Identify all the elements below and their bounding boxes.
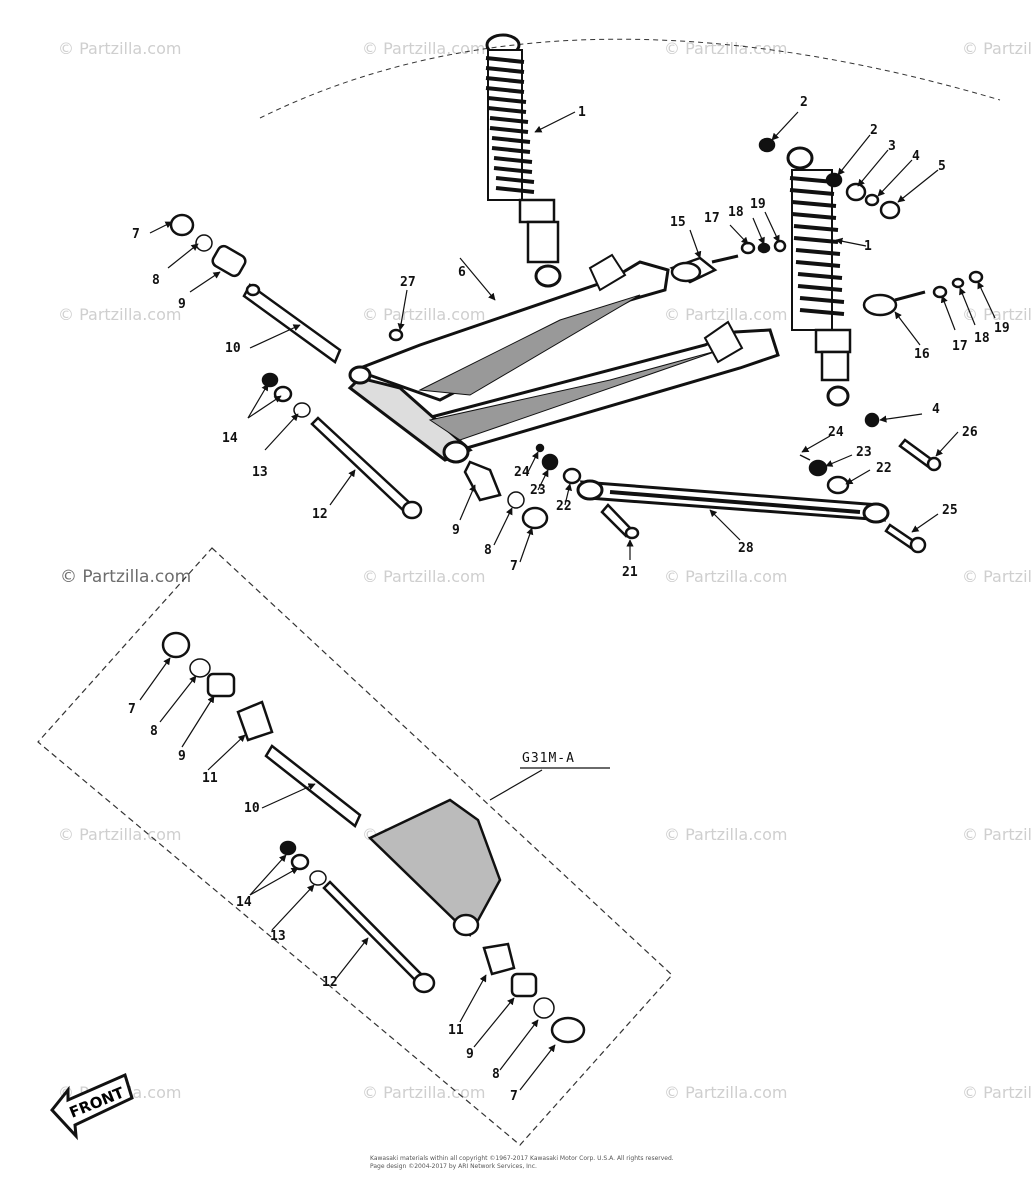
- callout-23: 23: [856, 445, 872, 460]
- callout-7: 7: [510, 559, 518, 574]
- copyright-line-1: Kawasaki materials within all copyright …: [370, 1155, 674, 1162]
- callout-10: 10: [244, 801, 260, 816]
- callout-3: 3: [888, 139, 896, 154]
- callout-27: 27: [400, 275, 416, 290]
- callout-8: 8: [484, 543, 492, 558]
- callout-9: 9: [452, 523, 460, 538]
- watermark-text: © Partzilla.com: [58, 305, 181, 324]
- callout-13: 13: [252, 465, 268, 480]
- watermark-text: © Partzilla.com: [962, 39, 1032, 58]
- callout-25: 25: [942, 503, 958, 518]
- callout-5: 5: [938, 159, 946, 174]
- torque-link: [576, 479, 890, 524]
- swing-arm: [347, 253, 780, 464]
- callout-26: 26: [962, 425, 978, 440]
- callout-11: 11: [448, 1023, 464, 1038]
- watermark-text: © Partzilla.com: [362, 305, 485, 324]
- callout-11: 11: [202, 771, 218, 786]
- callout-24: 24: [514, 465, 530, 480]
- callout-17: 17: [704, 211, 720, 226]
- small-parts: [169, 137, 984, 554]
- callout-2: 2: [870, 123, 878, 138]
- inset-small-parts: [161, 631, 586, 1044]
- watermark-text: © Partzilla.com: [664, 39, 787, 58]
- watermark-text: © Partzilla.com: [362, 1083, 485, 1102]
- inset-label: G31M-A: [489, 751, 610, 801]
- inset-dashed-box: [37, 547, 673, 1146]
- leader-lines: [139, 111, 996, 1091]
- inset-label-text: G31M-A: [522, 751, 575, 766]
- callout-numbers: 1 2 2 3 4 5 1 15 17 18 19 16 17 18 19 7 …: [128, 95, 1010, 1104]
- callout-6: 6: [458, 265, 466, 280]
- callout-1: 1: [864, 239, 872, 254]
- callout-23: 23: [530, 483, 546, 498]
- rear-shock-left: [485, 33, 562, 288]
- callout-19: 19: [750, 197, 766, 212]
- watermark-text: © Partzilla.com: [664, 825, 787, 844]
- watermark-text: © Partzilla.com: [362, 567, 485, 586]
- callout-9: 9: [178, 749, 186, 764]
- callout-14: 14: [236, 895, 252, 910]
- watermark-text: © Partzilla.com: [664, 567, 787, 586]
- callout-7: 7: [128, 702, 136, 717]
- watermark-text: © Partzilla.com: [58, 39, 181, 58]
- callout-18: 18: [974, 331, 990, 346]
- watermark-text: © Partzilla.com: [962, 567, 1032, 586]
- watermark-text: © Partzilla.com: [664, 305, 787, 324]
- callout-13: 13: [270, 929, 286, 944]
- callout-12: 12: [312, 507, 328, 522]
- callout-28: 28: [738, 541, 754, 556]
- callout-7: 7: [132, 227, 140, 242]
- callout-22: 22: [876, 461, 892, 476]
- watermark-text: © Partzilla.com: [962, 1083, 1032, 1102]
- watermark-text: © Partzilla.com: [58, 825, 181, 844]
- callout-16: 16: [914, 347, 930, 362]
- callout-1: 1: [578, 105, 586, 120]
- watermark-text: © Partzilla.com: [362, 39, 485, 58]
- rear-shock-right: [786, 146, 852, 407]
- watermarks: © Partzilla.com © Partzilla.com © Partzi…: [58, 39, 1032, 1102]
- callout-24: 24: [828, 425, 844, 440]
- dashed-boundary-top: [259, 38, 1001, 119]
- callout-4: 4: [932, 402, 940, 417]
- callout-8: 8: [152, 273, 160, 288]
- copyright-line-2: Page design ©2004-2017 by ARI Network Se…: [370, 1163, 537, 1170]
- callout-4: 4: [912, 149, 920, 164]
- callout-9: 9: [466, 1047, 474, 1062]
- callout-12: 12: [322, 975, 338, 990]
- callout-18: 18: [728, 205, 744, 220]
- watermark-text: © Partzilla.com: [962, 825, 1032, 844]
- callout-14: 14: [222, 431, 238, 446]
- watermark-text: © Partzilla.com: [60, 567, 191, 587]
- watermark-text: © Partzilla.com: [664, 1083, 787, 1102]
- callout-9: 9: [178, 297, 186, 312]
- callout-15: 15: [670, 215, 686, 230]
- callout-22: 22: [556, 499, 572, 514]
- callout-7: 7: [510, 1089, 518, 1104]
- callout-17: 17: [952, 339, 968, 354]
- callout-8: 8: [492, 1067, 500, 1082]
- watermark-text: © Partzilla.com: [962, 305, 1032, 324]
- callout-2: 2: [800, 95, 808, 110]
- callout-19: 19: [994, 321, 1010, 336]
- callout-8: 8: [150, 724, 158, 739]
- callout-10: 10: [225, 341, 241, 356]
- callout-21: 21: [622, 565, 638, 580]
